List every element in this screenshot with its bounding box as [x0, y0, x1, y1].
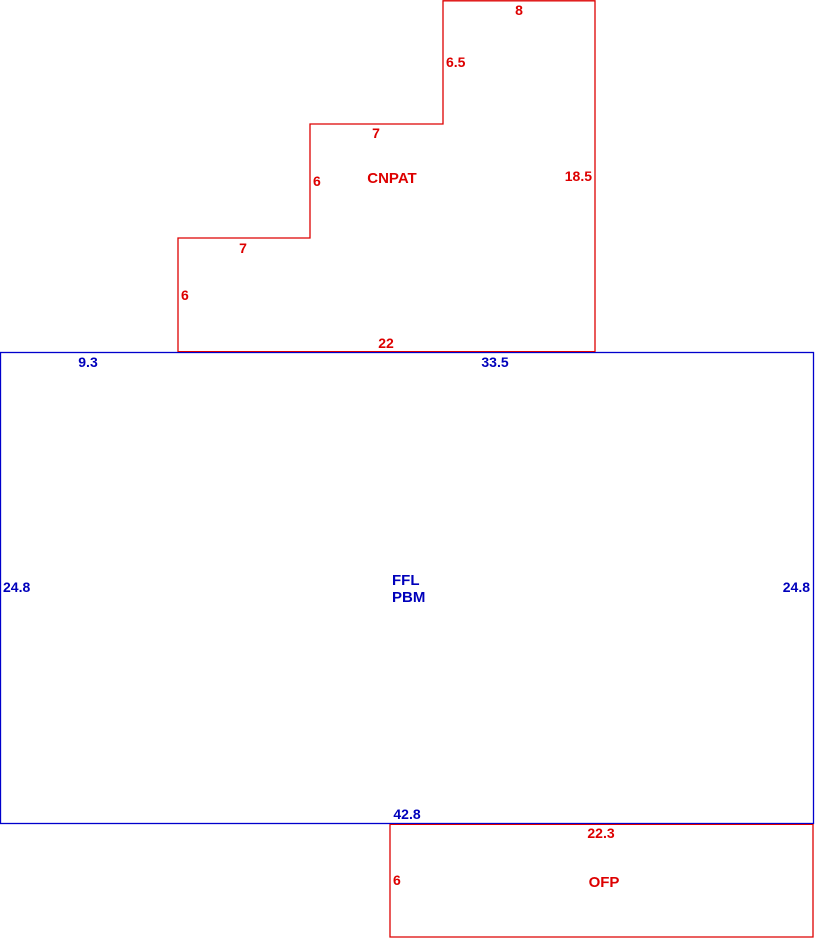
dim-patio-step-middle-vertical: 6	[313, 173, 321, 189]
dim-main-left: 24.8	[3, 579, 30, 595]
main-structure-outline	[0, 351, 815, 825]
dim-porch-left: 6	[393, 872, 401, 888]
dim-patio-top: 8	[515, 2, 523, 18]
dim-main-right: 24.8	[783, 579, 810, 595]
dim-patio-step-lower-vertical: 6	[181, 287, 189, 303]
dim-main-bottom: 42.8	[393, 806, 420, 822]
porch-outline	[389, 824, 814, 938]
area-label-porch: OFP	[589, 874, 620, 891]
dim-main-top-right: 33.5	[481, 354, 508, 370]
patio-outline	[177, 0, 596, 352]
dim-patio-step-upper-vertical: 6.5	[446, 54, 466, 70]
dim-patio-step-lower-horizontal: 7	[239, 240, 247, 256]
dim-patio-step-upper-horizontal: 7	[372, 125, 380, 141]
area-label-main-code1: FFL	[392, 572, 420, 589]
dim-porch-top: 22.3	[587, 825, 614, 841]
dim-main-top-left: 9.3	[78, 354, 98, 370]
area-label-main-code2: PBM	[392, 589, 425, 606]
dim-patio-right: 18.5	[565, 168, 592, 184]
dim-patio-bottom: 22	[378, 335, 394, 351]
area-label-patio: CNPAT	[367, 170, 416, 187]
